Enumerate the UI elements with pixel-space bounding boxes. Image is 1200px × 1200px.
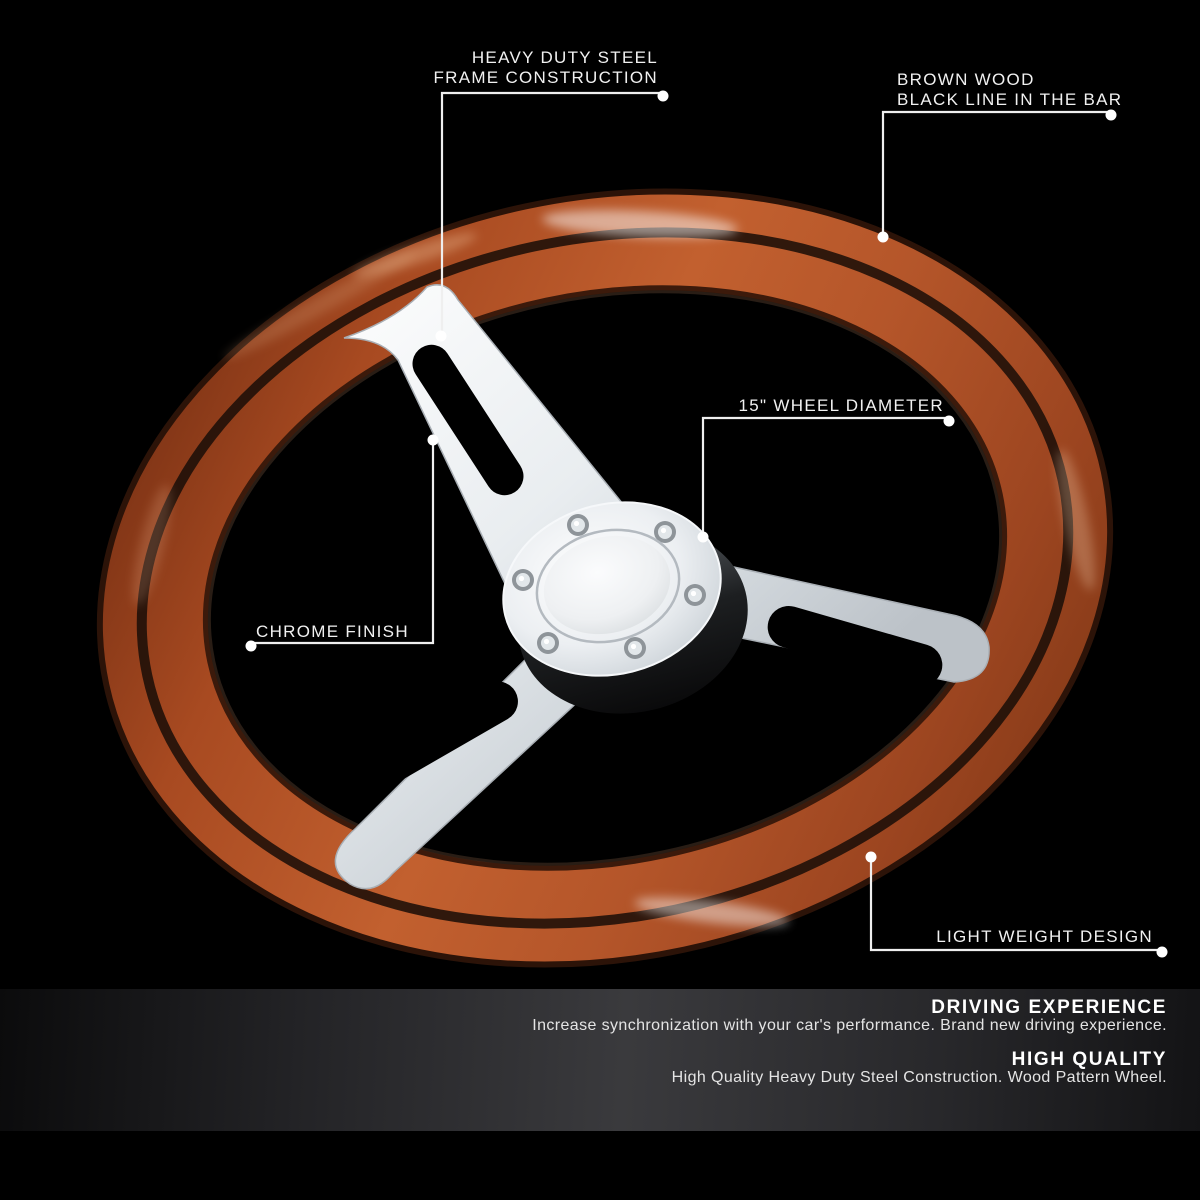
footer-quality-body: High Quality Heavy Duty Steel Constructi…: [671, 1069, 1167, 1086]
callout-frame-line2: FRAME CONSTRUCTION: [433, 68, 658, 87]
callout-dots: [245, 90, 1168, 958]
spoke-right-slot: [767, 605, 943, 687]
callout-chrome-text: CHROME FINISH: [256, 622, 409, 641]
footer-gradient-band: [0, 989, 1200, 1131]
callout-diameter-label: 15" WHEEL DIAMETER: [739, 396, 944, 416]
hub-bolts: [512, 514, 706, 659]
horn-button-groove: [535, 528, 681, 644]
hub-bolt: [537, 632, 559, 654]
hub-bolt: [654, 521, 676, 543]
callout-line-wood: [881, 110, 1108, 234]
spoke-slots: [348, 344, 943, 797]
callout-line-chrome: [253, 442, 435, 645]
horn-button: [543, 535, 671, 635]
callout-wood-line1: BROWN WOOD: [897, 70, 1035, 89]
spoke-bottom-slot: [348, 681, 518, 797]
hub-bolt: [567, 514, 589, 536]
callout-wood-label: BROWN WOOD BLACK LINE IN THE BAR: [897, 70, 1122, 110]
callout-weight-label: LIGHT WEIGHT DESIGN: [936, 927, 1153, 947]
footer-driving-heading: DRIVING EXPERIENCE: [931, 997, 1167, 1018]
hub-bolt: [684, 584, 706, 606]
callout-lines: [253, 91, 1160, 952]
hub-bolt: [512, 569, 534, 591]
spoke-bottom-left: [334, 638, 599, 890]
rim-glare-highlights: [133, 210, 1096, 927]
callout-wood-line2: BLACK LINE IN THE BAR: [897, 90, 1123, 109]
callout-weight-text: LIGHT WEIGHT DESIGN: [936, 927, 1153, 946]
rim-inner-sheen: [207, 290, 1003, 866]
footer-quality-heading: HIGH QUALITY: [1011, 1049, 1167, 1070]
footer-driving-body: Increase synchronization with your car's…: [532, 1017, 1167, 1034]
callout-line-frame: [440, 91, 660, 334]
callout-frame-line1: HEAVY DUTY STEEL: [471, 48, 658, 67]
callout-line-weight: [869, 859, 1160, 952]
spoke-top-slot: [412, 344, 524, 496]
hub-bolt: [624, 637, 646, 659]
wheel-hub: [502, 501, 748, 714]
callout-chrome-label: CHROME FINISH: [256, 622, 409, 642]
callout-line-diameter: [701, 416, 946, 535]
callout-diameter-text: 15" WHEEL DIAMETER: [738, 396, 944, 415]
callout-frame-label: HEAVY DUTY STEEL FRAME CONSTRUCTION: [433, 48, 658, 88]
